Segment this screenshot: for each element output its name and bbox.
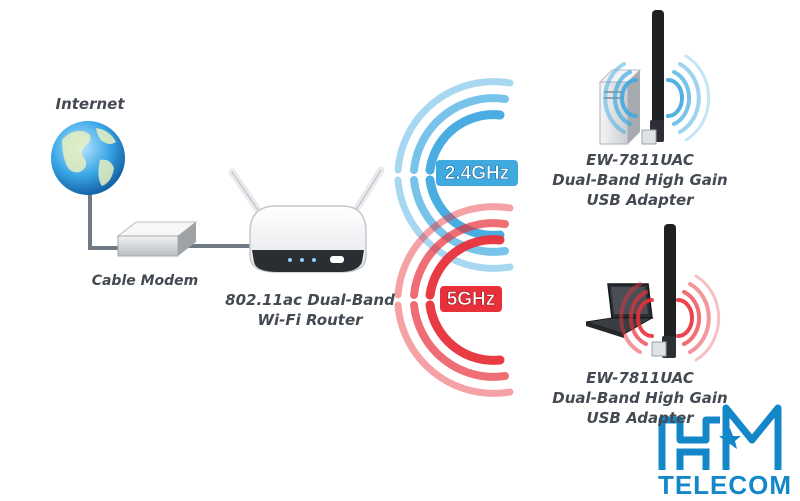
cable-modem-icon (116, 221, 198, 257)
adapter-top-label: EW-7811UAC Dual-Band High Gain USB Adapt… (540, 150, 740, 210)
adapter-top-label-line1: EW-7811UAC (586, 151, 694, 169)
usb-adapter-bottom-icon (651, 224, 676, 358)
signal-rings-top (603, 54, 711, 142)
badge-2-4ghz (436, 160, 518, 186)
cable-modem-label: Cable Modem (80, 272, 210, 290)
router-label: 802.11ac Dual-Band Wi-Fi Router (210, 290, 410, 330)
cable-internet-modem (88, 188, 124, 250)
usb-adapter-top-icon (641, 10, 664, 145)
wave-2-4ghz (394, 78, 514, 272)
cable-lines (88, 188, 252, 250)
badge-5ghz (440, 286, 502, 312)
wave-5ghz (394, 203, 514, 397)
globe-icon (51, 121, 125, 195)
adapter-top-label-line2: Dual-Band High Gain (552, 171, 728, 189)
adapter-bottom-label-line3: USB Adapter (586, 409, 694, 427)
telecom-logo-icon (655, 404, 795, 475)
adapter-top-label-line3: USB Adapter (586, 191, 694, 209)
adapter-bottom-label: EW-7811UAC Dual-Band High Gain USB Adapt… (540, 368, 740, 428)
signal-rings-bottom (619, 274, 721, 362)
adapter-bottom-label-line2: Dual-Band High Gain (552, 389, 728, 407)
telecom-logo-text: TELECOM (657, 470, 793, 500)
router-label-line2: Wi-Fi Router (257, 311, 363, 329)
adapter-bottom-label-line1: EW-7811UAC (586, 369, 694, 387)
internet-label-text: Internet (55, 95, 125, 113)
internet-label: Internet (40, 94, 140, 114)
band-label-5ghz: 5GHz (447, 289, 496, 310)
band-label-2-4ghz: 2.4GHz (445, 163, 509, 184)
router-icon (228, 166, 385, 273)
router-label-line1: 802.11ac Dual-Band (225, 291, 395, 309)
cable-modem-label-text: Cable Modem (91, 273, 199, 289)
